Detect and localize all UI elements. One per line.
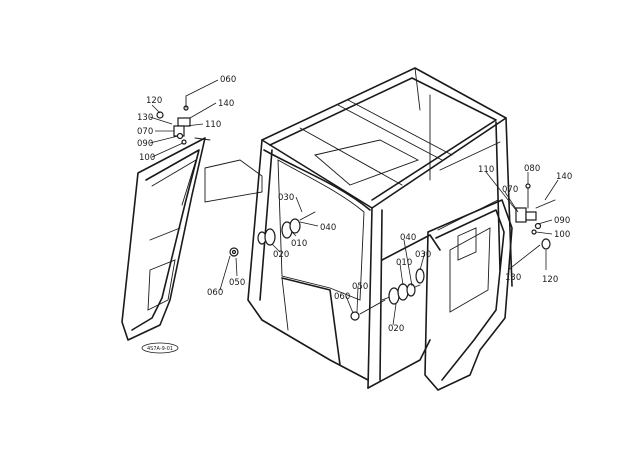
callout-030-front: 030 <box>278 193 294 203</box>
callout-050-front: 050 <box>229 278 245 288</box>
callout-040-right: 040 <box>400 233 416 243</box>
callout-labels: 060 140 120 130 110 070 090 100 030 040 … <box>137 75 572 334</box>
callout-070-right: 070 <box>502 185 518 195</box>
callout-060-front: 060 <box>207 288 223 298</box>
callout-010-right: 010 <box>396 258 412 268</box>
callout-020-front: 020 <box>273 250 289 260</box>
callout-070-left: 070 <box>137 127 153 137</box>
left-hinge-parts <box>156 95 191 145</box>
callout-060-top-left: 060 <box>220 75 236 85</box>
front-latch-parts <box>229 211 316 257</box>
callout-030-right: 030 <box>415 250 431 260</box>
callout-010-front: 010 <box>291 239 307 249</box>
mounting-plate <box>204 159 263 203</box>
drawing-code-stamp: 4S7A-9-01 <box>141 342 179 354</box>
callout-130-right: 130 <box>505 273 521 283</box>
callout-120-right: 120 <box>542 275 558 285</box>
callout-050-right: 050 <box>352 282 368 292</box>
callout-110-left: 110 <box>205 120 221 130</box>
right-hinge-parts <box>515 183 556 250</box>
callout-090-left: 090 <box>137 139 153 149</box>
callout-100-left: 100 <box>139 153 155 163</box>
callout-130-left: 130 <box>137 113 153 123</box>
drawing-code: 4S7A-9-01 <box>147 346 173 352</box>
right-door <box>424 199 513 391</box>
callout-120-left: 120 <box>146 96 162 106</box>
callout-100-right: 100 <box>554 230 570 240</box>
callout-040-front: 040 <box>320 223 336 233</box>
callout-020-right: 020 <box>388 324 404 334</box>
callout-080-right: 080 <box>524 164 540 174</box>
callout-140-right: 140 <box>556 172 572 182</box>
callout-090-right: 090 <box>554 216 570 226</box>
callout-140-left: 140 <box>218 99 234 109</box>
right-latch-parts <box>350 268 425 321</box>
callout-060-right: 060 <box>334 292 350 302</box>
leader-lines <box>149 79 559 326</box>
callout-110-right: 110 <box>478 165 494 175</box>
left-door <box>121 137 211 341</box>
cab-frame <box>247 67 513 389</box>
